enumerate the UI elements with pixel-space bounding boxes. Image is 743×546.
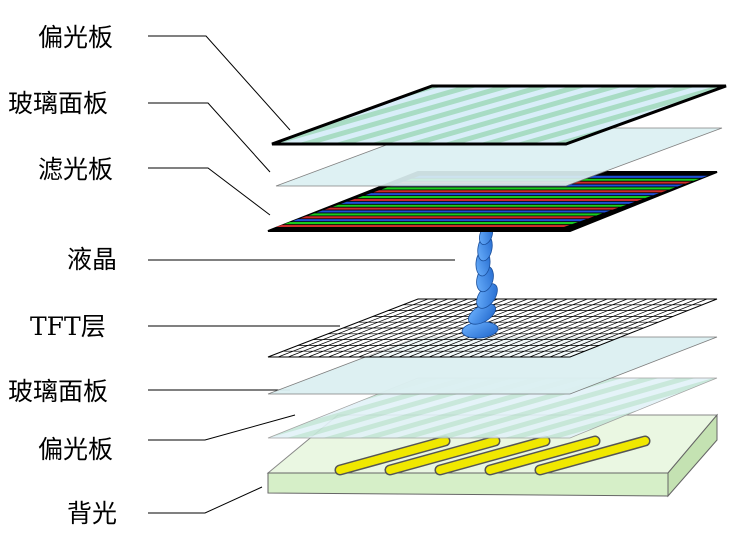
filter-stripe	[324, 207, 619, 210]
label-polarizer-bottom: 偏光板	[38, 435, 113, 464]
label-backlight: 背光	[67, 499, 117, 528]
filter-stripe	[373, 190, 668, 193]
tft-grid-col-line	[459, 298, 608, 358]
tft-grid-col-line	[338, 298, 488, 358]
filter-stripe	[276, 224, 570, 227]
filter-stripe	[340, 201, 635, 204]
leader-polarizer-top	[148, 35, 291, 131]
leader-backlight	[148, 486, 263, 514]
tft-grid-col-line	[539, 298, 688, 358]
tft-grid-col-line	[499, 298, 648, 358]
leader-lines	[148, 35, 455, 514]
label-glass-bottom: 玻璃面板	[8, 377, 108, 406]
filter-stripe	[349, 198, 643, 201]
tft-grid-col-line	[298, 298, 449, 358]
leader-color-filter	[148, 167, 271, 216]
leader-glass-top	[148, 102, 271, 173]
glass-top-sheet	[275, 127, 723, 187]
tft-grid-col-line	[469, 298, 618, 358]
filter-stripe	[381, 187, 676, 190]
label-glass-top: 玻璃面板	[8, 89, 108, 118]
filter-stripe	[308, 213, 603, 216]
filter-stripe	[332, 204, 627, 207]
filter-stripe	[300, 216, 595, 219]
tft-grid-col-line	[519, 298, 668, 358]
filter-stripe	[365, 193, 660, 196]
tft-grid-col-line	[549, 298, 698, 358]
tft-grid-col-line	[449, 298, 598, 358]
tft-grid-col-line	[348, 298, 498, 358]
filter-stripe	[316, 210, 611, 213]
label-liquid-crystal: 液晶	[67, 245, 117, 274]
polarizer-bottom-sheet	[267, 377, 718, 439]
label-tft-layer: TFT层	[30, 312, 106, 341]
tft-grid-col-line	[479, 298, 628, 358]
filter-stripe	[292, 219, 587, 222]
tft-grid-col-line	[529, 298, 678, 358]
tft-grid-col-line	[308, 298, 458, 358]
tft-grid-col-line	[559, 298, 708, 358]
tft-grid-col-line	[288, 298, 439, 358]
tft-grid-col-line	[489, 298, 638, 358]
polarizer-top-sheet	[271, 84, 727, 146]
tft-grid-col-line	[509, 298, 658, 358]
filter-stripe	[284, 222, 578, 225]
tft-grid-col-line	[328, 298, 478, 358]
tft-grid-col-line	[318, 298, 468, 358]
label-polarizer-top: 偏光板	[38, 23, 113, 52]
filter-stripe	[357, 196, 651, 199]
tft-grid-col-line	[428, 298, 578, 358]
lamp-tubes	[334, 435, 651, 476]
label-color-filter: 滤光板	[38, 155, 113, 184]
tft-grid-col-line	[439, 298, 588, 358]
tft-grid-col-line	[277, 298, 429, 358]
tft-grid-col-line	[378, 298, 528, 358]
liquid-crystal-molecules	[461, 224, 499, 339]
leader-polarizer-bottom	[148, 414, 296, 441]
